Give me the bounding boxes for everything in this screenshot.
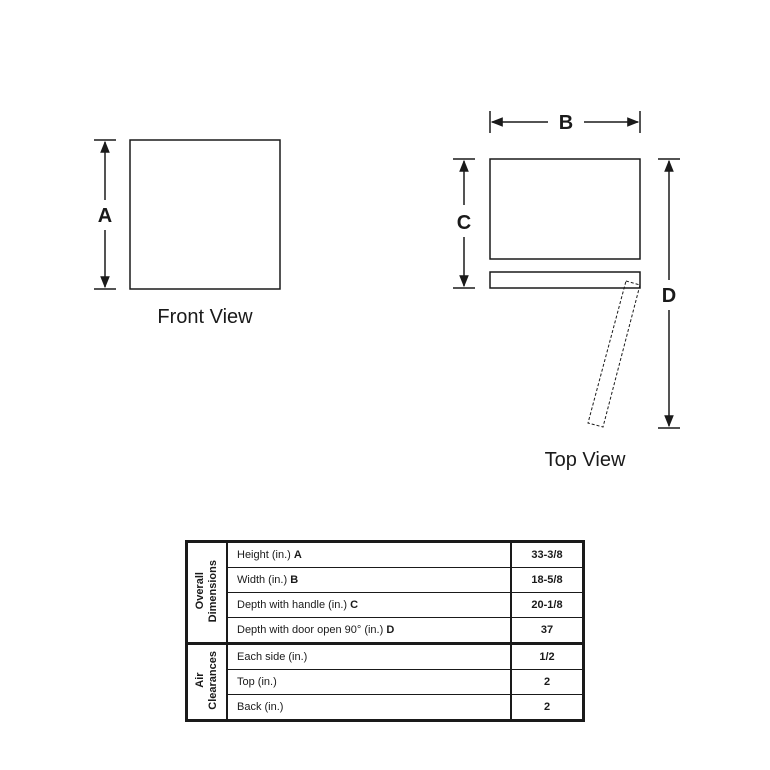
row-label: Depth with door open 90° (in.) — [237, 624, 387, 636]
row-value: 1/2 — [510, 642, 584, 670]
front-view-caption: Front View — [157, 306, 253, 328]
row-label: Top (in.) — [237, 676, 277, 688]
front-view: A Front View — [94, 139, 281, 328]
top-view-door-open — [587, 280, 641, 428]
table-row: Back (in.) 2 — [187, 694, 584, 721]
group-title: Air Clearances — [194, 651, 219, 710]
row-label-cell: Depth with handle (in.) C — [226, 592, 512, 618]
group-title: Overall Dimensions — [194, 559, 219, 623]
dimension-c-label: C — [457, 212, 471, 234]
row-dimension-letter: B — [290, 574, 299, 586]
row-dimension-letter: D — [386, 624, 395, 636]
row-label-cell: Width (in.) B — [226, 567, 512, 593]
row-value: 2 — [510, 694, 584, 721]
top-view-door — [489, 271, 641, 289]
row-label: Height (in.) — [237, 549, 294, 561]
row-value: 33-3/8 — [510, 541, 584, 568]
row-label: Width (in.) — [237, 574, 291, 586]
front-view-box — [129, 139, 281, 290]
dimension-a-label: A — [98, 205, 112, 227]
row-label-cell: Top (in.) — [226, 669, 512, 695]
row-value: 2 — [510, 669, 584, 695]
row-label-cell: Back (in.) — [226, 694, 512, 721]
row-label: Depth with handle (in.) — [237, 599, 351, 611]
dimension-diagram: A Front View B C D Top View — [94, 111, 680, 471]
row-label-cell: Depth with door open 90° (in.) D — [226, 617, 512, 644]
row-value: 18-5/8 — [510, 567, 584, 593]
row-label-cell: Each side (in.) — [226, 642, 512, 670]
top-view-caption: Top View — [545, 449, 626, 471]
row-label: Back (in.) — [237, 701, 284, 713]
group-header-cell: Overall Dimensions — [186, 541, 228, 644]
row-dimension-letter: A — [293, 549, 302, 561]
row-value: 37 — [510, 617, 584, 644]
row-label-cell: Height (in.) A — [226, 541, 512, 568]
row-dimension-letter: C — [350, 599, 359, 611]
top-view-body — [489, 158, 641, 260]
dimension-d-label: D — [662, 285, 676, 307]
table-row: Air Clearances Each side (in.) 1/2 — [186, 642, 584, 721]
group-header-cell: Air Clearances — [186, 642, 228, 721]
table-row: Top (in.) 2 — [187, 669, 584, 695]
dimension-b-label: B — [559, 112, 573, 134]
top-view: B C D Top View — [453, 111, 680, 471]
row-label: Each side (in.) — [237, 651, 308, 663]
row-value: 20-1/8 — [510, 592, 584, 618]
